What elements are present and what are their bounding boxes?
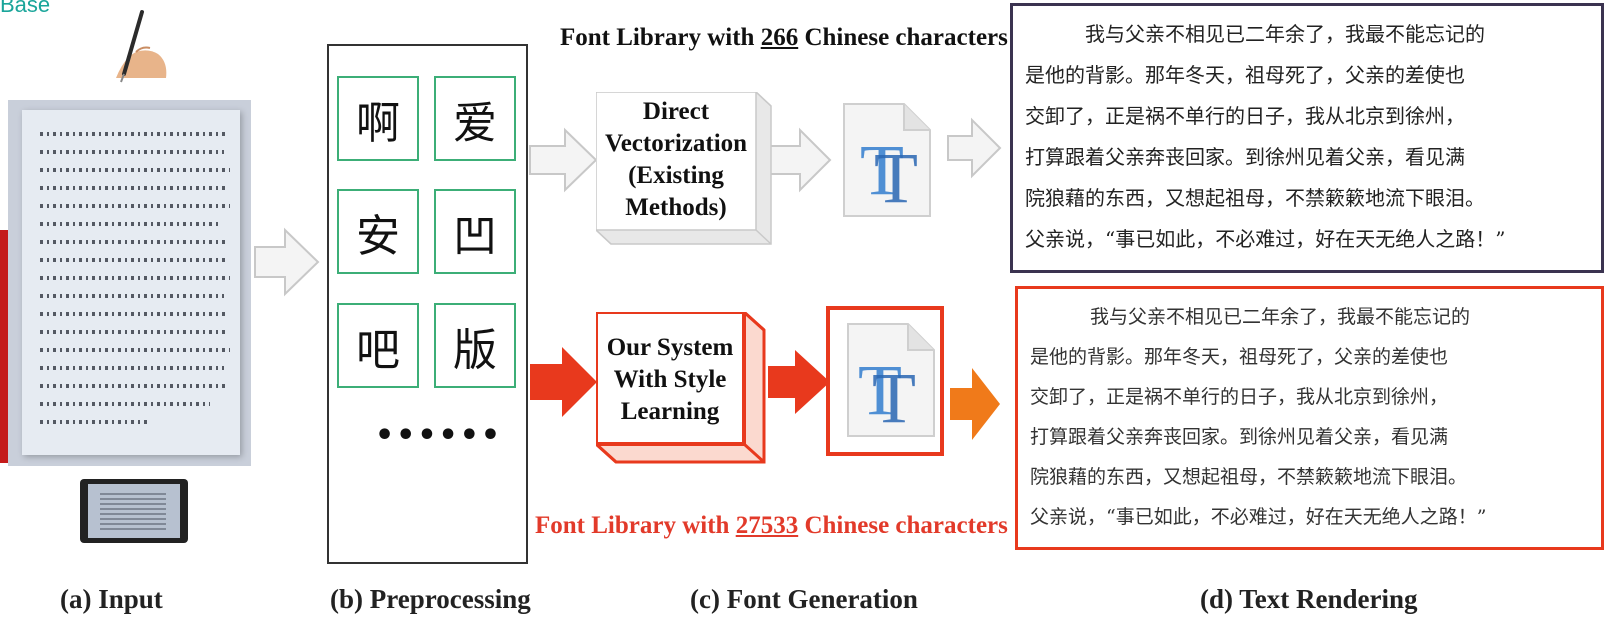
scribble-line (40, 294, 224, 298)
ours-output-arrow (768, 350, 830, 414)
box-line: With Style (613, 366, 727, 393)
scribble-line (40, 348, 230, 352)
caption-preprocessing: (b) Preprocessing (330, 584, 531, 614)
caption-font-generation: (c) Font Generation (690, 584, 918, 614)
rendered-line: 打算跟着父亲奔丧回家。到徐州见着父亲，看见满 (1025, 145, 1465, 169)
direct-output-arrow (769, 127, 832, 193)
top-library-heading: Font Library with 266 Chinese characters (560, 24, 1008, 52)
font-glyph: T (860, 130, 904, 210)
rendered-line: 打算跟着父亲奔丧回家。到徐州见着父亲，看见满 (1030, 426, 1449, 448)
glyph-cell: 凹 (434, 189, 516, 274)
scribble-line (40, 330, 226, 334)
box-line: Methods) (625, 194, 727, 221)
scribble-line (40, 186, 226, 190)
rendered-line: 我与父亲不相见已二年余了，我最不能忘记的 (1090, 306, 1471, 328)
scribble-line (40, 168, 230, 172)
render-top-arrow (947, 117, 1002, 179)
rendered-line: 交卸了，正是祸不单行的日子，我从北京到徐州， (1025, 104, 1465, 128)
scribble-line (40, 420, 150, 424)
font-glyph: T (874, 138, 918, 218)
scribble-line (40, 384, 228, 388)
scribble-line (40, 132, 228, 136)
font-file-icon: T T (843, 103, 931, 218)
box-line: Direct (642, 98, 710, 125)
rendered-text-ours: 我与父亲不相见已二年余了，我最不能忘记的 是他的背影。那年冬天，祖母死了，父亲的… (1015, 286, 1604, 550)
glyph-cell: 版 (434, 303, 516, 388)
rendered-line: 父亲说，“事已如此，不必难过，好在天无绝人之路！” (1030, 506, 1487, 528)
input-arrow (254, 227, 320, 297)
heading-count: 266 (760, 24, 799, 51)
scribble-line (40, 312, 228, 316)
glyph-cell: 啊 (337, 76, 419, 161)
scribble-line (40, 366, 224, 370)
rendered-line: 院狼藉的东西，又想起祖母，不禁簌簌地流下眼泪。 (1025, 186, 1485, 210)
bottom-library-heading: Font Library with 27533 Chinese characte… (535, 512, 1008, 540)
hand-writing-icon (116, 10, 167, 83)
box-line: Learning (620, 398, 720, 425)
phone-photo (80, 479, 188, 543)
heading-text: Chinese characters (798, 512, 1008, 539)
caption-input: (a) Input (60, 584, 163, 614)
phone-screen (88, 484, 180, 538)
scribble-line (40, 222, 222, 226)
scribble-line (40, 150, 224, 154)
heading-count: 27533 (735, 512, 799, 539)
heading-text: Chinese characters (798, 24, 1008, 51)
rendered-line: 父亲说，“事已如此，不必难过，好在天无绝人之路！” (1025, 227, 1506, 251)
corner-label: Base (0, 0, 51, 17)
render-bottom-arrow (950, 368, 1000, 440)
scribble-line (40, 402, 210, 406)
glyph-cell: 安 (337, 189, 419, 274)
ellipsis-dots: •••••• (375, 418, 503, 453)
rendered-line: 是他的背影。那年冬天，祖母死了，父亲的差使也 (1025, 63, 1465, 87)
rendered-line: 院狼藉的东西，又想起祖母，不禁簌簌地流下眼泪。 (1030, 466, 1468, 488)
direct-input-arrow (529, 127, 598, 193)
scribble-line (40, 258, 226, 262)
heading-text: Font Library with (535, 512, 736, 539)
handwritten-paper-photo (8, 100, 251, 466)
font-file-icon: T T (847, 323, 935, 438)
scribble-line (40, 204, 230, 208)
red-edge-bar (0, 230, 8, 463)
ours-input-arrow (530, 347, 597, 417)
heading-text: Font Library with (560, 24, 761, 51)
scribble-line (40, 276, 230, 280)
rendered-text-existing: 我与父亲不相见已二年余了，我最不能忘记的 是他的背影。那年冬天，祖母死了，父亲的… (1010, 3, 1604, 273)
our-system-box: Our System With Style Learning (596, 332, 744, 428)
paper-sheet (22, 110, 240, 455)
preprocessing-panel: 啊 爱 安 凹 吧 版 •••••• (327, 44, 528, 564)
scribble-line (40, 240, 228, 244)
direct-box-shape (596, 92, 772, 245)
rendered-line: 是他的背影。那年冬天，祖母死了，父亲的差使也 (1030, 346, 1449, 368)
ours-box-shape (596, 312, 766, 464)
box-line: Vectorization (604, 130, 748, 157)
box-line: Our System (606, 334, 734, 361)
font-glyph: T (872, 358, 916, 438)
rendered-line: 交卸了，正是祸不单行的日子，我从北京到徐州， (1030, 386, 1449, 408)
caption-text-rendering: (d) Text Rendering (1200, 584, 1418, 614)
glyph-cell: 爱 (434, 76, 516, 161)
direct-vectorization-box: Direct Vectorization (Existing Methods) (596, 96, 756, 224)
glyph-cell: 吧 (337, 303, 419, 388)
rendered-line: 我与父亲不相见已二年余了，我最不能忘记的 (1085, 22, 1485, 46)
font-glyph: T (858, 350, 902, 430)
box-line: (Existing (628, 162, 724, 189)
